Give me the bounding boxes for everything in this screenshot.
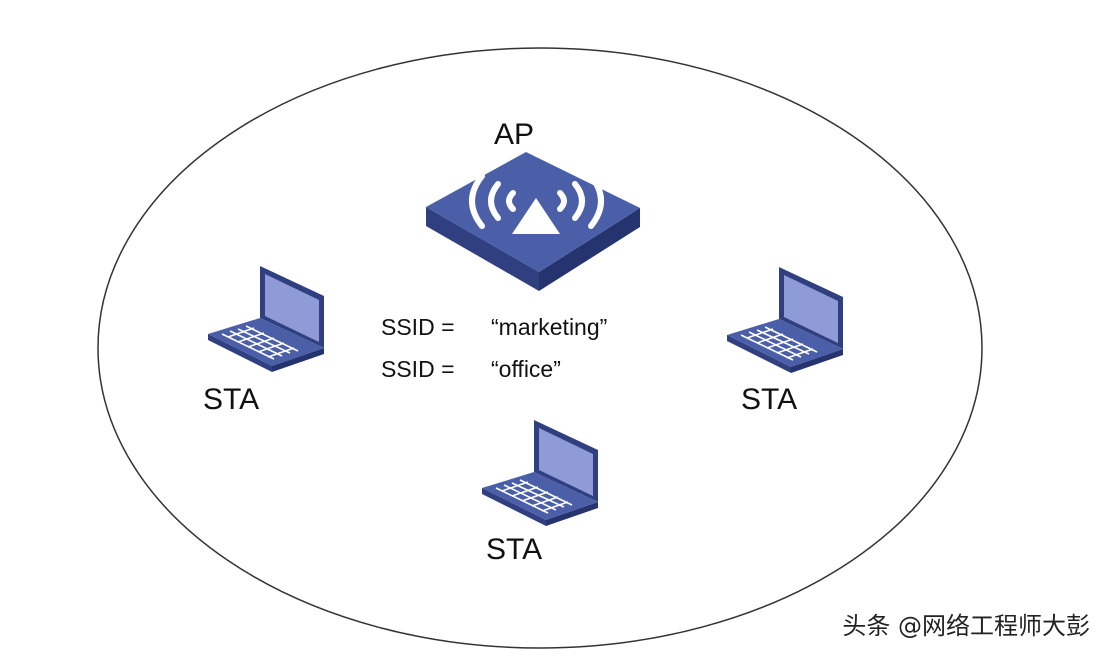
ssid-value: “office” xyxy=(491,356,561,382)
ssid-value: “marketing” xyxy=(491,314,608,340)
ssid-entry: SSID = “office” xyxy=(381,358,561,381)
sta-label-left: STA xyxy=(203,383,260,416)
laptop-icon xyxy=(481,419,599,527)
laptop-icon xyxy=(726,266,844,374)
ssid-entry: SSID = “marketing” xyxy=(381,316,607,339)
sta-label-right: STA xyxy=(741,383,798,416)
ap-label: AP xyxy=(494,118,535,151)
access-point-icon xyxy=(426,152,640,291)
sta-label-bottom: STA xyxy=(486,533,543,566)
ssid-key: SSID = xyxy=(381,314,455,340)
ssid-key: SSID = xyxy=(381,356,455,382)
laptop-icon xyxy=(207,265,325,373)
watermark: 头条 @网络工程师大彭 xyxy=(842,612,1090,640)
coverage-area-ellipse xyxy=(97,47,983,649)
